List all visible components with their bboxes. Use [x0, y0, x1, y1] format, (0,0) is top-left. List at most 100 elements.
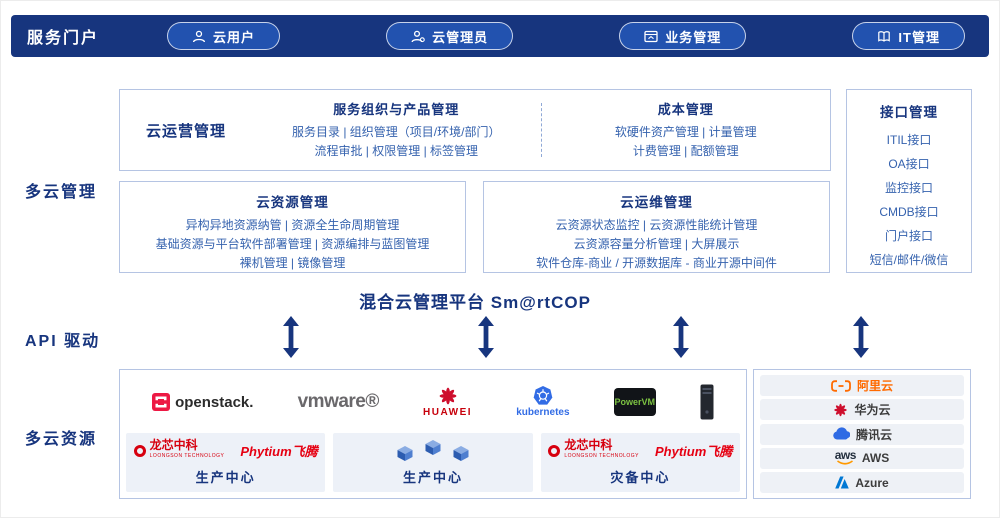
- feature-line: 流程审批 | 权限管理 | 标签管理: [314, 144, 479, 158]
- service-org-column: 服务组织与产品管理 服务目录 | 组织管理（项目/环境/部门） 流程审批 | 权…: [252, 90, 541, 170]
- kubernetes-wordmark: kubernetes: [516, 407, 570, 418]
- pill-label: 云管理员: [432, 29, 489, 45]
- platform-title: 混合云管理平台 Sm@rtCOP: [359, 293, 591, 312]
- multicloud-resources-label: 多云资源: [25, 431, 98, 448]
- vmware-wordmark: vmware®: [297, 391, 380, 412]
- cloud-name: 华为云: [854, 403, 891, 418]
- interface-mgmt-title: 接口管理: [880, 105, 938, 120]
- interface-mgmt-box: 接口管理 ITIL接口 OA接口 监控接口 CMDB接口 门户接口 短信/邮件/…: [846, 89, 972, 273]
- openstack-icon: [152, 393, 171, 411]
- pill-cloud-admin[interactable]: 云管理员: [386, 22, 514, 50]
- platform-logo-row: openstack. vmware® HUAWEI kubernetes Pow…: [126, 376, 740, 428]
- pill-label: 业务管理: [665, 29, 722, 45]
- loongson-wordmark: 龙芯中科: [149, 437, 198, 452]
- interface-item: ITIL接口: [886, 133, 932, 147]
- admin-icon: [411, 30, 425, 42]
- huawei-flower-icon: [834, 403, 848, 417]
- production-center-2: 生产中心: [333, 433, 533, 492]
- cloud-om-title: 云运维管理: [620, 195, 693, 210]
- feature-line: 异构异地资源纳管 | 资源全生命周期管理: [185, 218, 400, 232]
- phytium-logo: Phytium飞腾: [655, 444, 733, 459]
- business-icon: [644, 30, 658, 42]
- center-label: 生产中心: [402, 470, 463, 485]
- loongson-icon: [548, 444, 561, 457]
- interface-item: 短信/邮件/微信: [869, 253, 949, 267]
- powervm-wordmark: PowerVM: [614, 397, 655, 407]
- pill-it-mgmt[interactable]: IT管理: [852, 22, 965, 50]
- loongson-wordmark: 龙芯中科: [564, 437, 613, 452]
- cloud-name: Azure: [855, 475, 889, 490]
- feature-line: 计费管理 | 配额管理: [632, 144, 739, 158]
- double-arrow-icon: [478, 316, 494, 358]
- cloud-row-huawei: 华为云: [760, 399, 964, 421]
- it-book-icon: [878, 30, 891, 42]
- public-cloud-box: 阿里云 华为云 腾讯云 aws AWS Azure: [753, 369, 971, 499]
- cloud-row-aws: aws AWS: [760, 447, 964, 469]
- loongson-subtext: LOONGSON TECHNOLOGY: [149, 452, 225, 459]
- vendor-row: 龙芯中科 LOONGSON TECHNOLOGY Phytium飞腾: [133, 437, 318, 462]
- server-tower-icon: [700, 384, 714, 420]
- feature-line: 软件仓库-商业 / 开源数据库 - 商业开源中间件: [536, 256, 777, 270]
- huawei-logo: HUAWEI: [423, 387, 472, 418]
- user-icon: [192, 30, 206, 42]
- center-label: 生产中心: [195, 469, 256, 485]
- alibaba-cloud-icon: [831, 379, 851, 392]
- loongson-logo: 龙芯中科 LOONGSON TECHNOLOGY: [133, 437, 225, 462]
- cube-cluster: [396, 439, 470, 462]
- center-label: 灾备中心: [610, 469, 671, 485]
- interface-item: CMDB接口: [879, 205, 939, 219]
- cloud-om-box: 云运维管理 云资源状态监控 | 云资源性能统计管理 云资源容量分析管理 | 大屏…: [483, 181, 830, 273]
- production-center-1: 龙芯中科 LOONGSON TECHNOLOGY Phytium飞腾 生产中心: [126, 433, 326, 492]
- resources-main-box: openstack. vmware® HUAWEI kubernetes Pow…: [119, 369, 747, 499]
- azure-icon: [835, 476, 850, 489]
- huawei-wordmark: HUAWEI: [423, 406, 473, 418]
- loongson-icon: [133, 444, 146, 457]
- disaster-recovery-center: 龙芯中科 LOONGSON TECHNOLOGY Phytium飞腾 灾备中心: [540, 433, 740, 492]
- service-portal-band: 服务门户 云用户 云管理员 业务管理 IT管理: [11, 15, 989, 57]
- cloud-row-tencent: 腾讯云: [760, 423, 964, 445]
- cloud-name: 腾讯云: [855, 427, 892, 442]
- service-portal-label: 服务门户: [27, 30, 100, 47]
- cloud-operations-title: 云运营管理: [145, 122, 226, 140]
- interface-item: 门户接口: [884, 229, 933, 243]
- cloud-name: 阿里云: [856, 379, 893, 393]
- kubernetes-icon: [533, 386, 553, 405]
- cloud-row-alibaba: 阿里云: [760, 375, 964, 396]
- cloud-resource-box: 云资源管理 异构异地资源纳管 | 资源全生命周期管理 基础资源与平台软件部署管理…: [119, 181, 466, 273]
- datacenter-row: 龙芯中科 LOONGSON TECHNOLOGY Phytium飞腾 生产中心 …: [126, 433, 740, 492]
- interface-item: 监控接口: [884, 181, 933, 195]
- double-arrow-icon: [673, 316, 689, 358]
- portal-pills: 云用户 云管理员 业务管理 IT管理: [127, 22, 973, 50]
- dashed-divider: [540, 103, 542, 157]
- powervm-logo: PowerVM: [613, 388, 656, 416]
- double-arrow-icon: [283, 316, 299, 358]
- cube-icon: [397, 446, 413, 461]
- loongson-logo: 龙芯中科 LOONGSON TECHNOLOGY: [548, 437, 639, 462]
- vmware-logo: vmware®: [297, 391, 380, 413]
- cloud-operations-box: 云运营管理 服务组织与产品管理 服务目录 | 组织管理（项目/环境/部门） 流程…: [119, 89, 831, 171]
- pill-label: 云用户: [213, 29, 256, 45]
- double-arrow-icon: [853, 316, 869, 358]
- huawei-flower-icon: [439, 387, 456, 404]
- cloud-name: AWS: [861, 451, 890, 466]
- cube-icon: [453, 446, 469, 461]
- multicloud-mgmt-label: 多云管理: [25, 184, 98, 201]
- aws-icon: aws: [834, 447, 856, 465]
- feature-line: 裸机管理 | 镜像管理: [239, 256, 346, 270]
- vendor-row: 龙芯中科 LOONGSON TECHNOLOGY Phytium飞腾: [548, 437, 733, 462]
- api-driven-label: API 驱动: [25, 333, 101, 350]
- service-org-title: 服务组织与产品管理: [333, 102, 460, 117]
- interface-item: OA接口: [888, 157, 930, 171]
- cube-icon: [425, 440, 441, 455]
- pill-cloud-user[interactable]: 云用户: [167, 22, 281, 50]
- openstack-logo: openstack.: [152, 393, 253, 411]
- cloud-resource-title: 云资源管理: [256, 195, 329, 210]
- pill-label: IT管理: [898, 29, 940, 45]
- pill-business-mgmt[interactable]: 业务管理: [619, 22, 747, 50]
- feature-line: 软硬件资产管理 | 计量管理: [614, 125, 757, 139]
- kubernetes-logo: kubernetes: [516, 386, 570, 418]
- cost-mgmt-column: 成本管理 软硬件资产管理 | 计量管理 计费管理 | 配额管理: [542, 90, 831, 170]
- feature-line: 云资源容量分析管理 | 大屏展示: [573, 237, 740, 251]
- cost-mgmt-title: 成本管理: [657, 102, 714, 117]
